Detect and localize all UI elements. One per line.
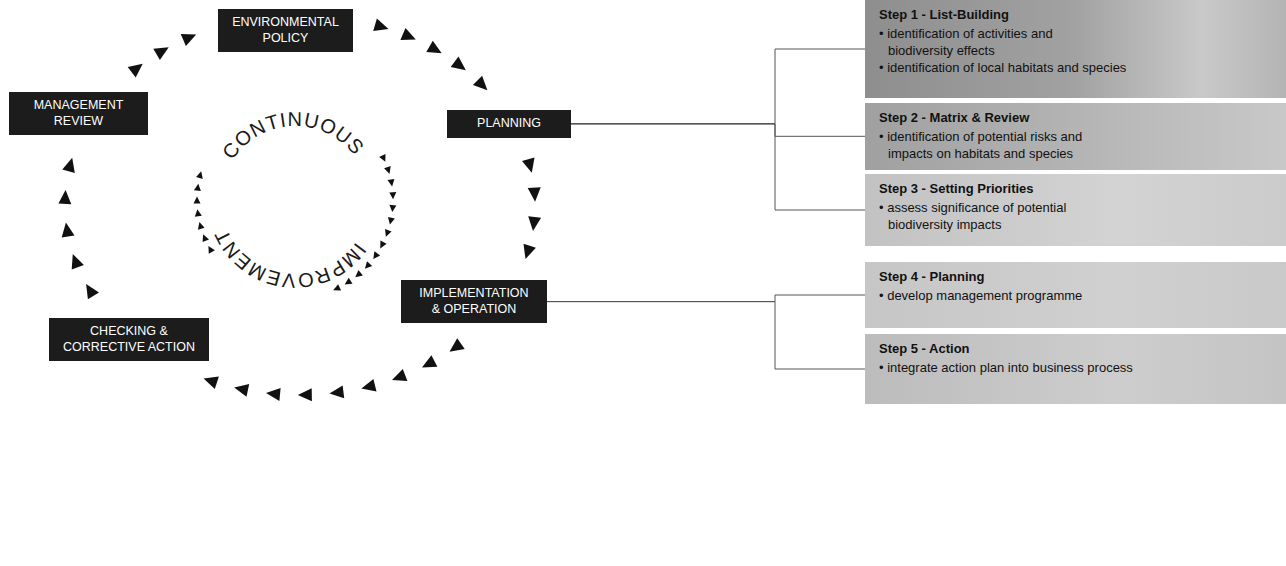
ring-arrowhead (196, 171, 203, 179)
ring-label-group: CONTINUOUS (218, 108, 369, 163)
cycle-arrowhead (361, 379, 376, 392)
ring-arrowhead (365, 261, 372, 269)
ring-arrowhead (373, 251, 380, 259)
cycle-stage-box: CHECKING & CORRECTIVE ACTION (49, 318, 209, 361)
bracket-connector (571, 49, 865, 124)
cycle-arrow-chain (204, 338, 465, 401)
ring-arrowhead (380, 241, 386, 249)
cycle-arrowhead (62, 223, 75, 238)
ring-arrowhead (194, 184, 201, 191)
cycle-arrowhead (450, 338, 465, 351)
cycle-arrow-chain (522, 158, 541, 259)
cycle-arrowhead (330, 385, 345, 398)
bracket-connector (571, 124, 865, 210)
cycle-arrowhead (86, 284, 99, 299)
step-bullet: • identification of potential risks and … (879, 129, 1103, 163)
cycle-arrow-chain (128, 34, 197, 77)
step-bullet: • identification of local habitats and s… (879, 60, 1188, 77)
ring-arrowhead (355, 270, 363, 277)
cycle-arrowhead (524, 244, 536, 259)
ring-arrowhead (379, 154, 385, 162)
step-heading: Step 3 - Setting Priorities (879, 181, 1272, 198)
step-panel: Step 4 - Planning • develop management pr… (865, 262, 1286, 328)
cycle-arrowhead (298, 388, 312, 401)
step-panel: Step 3 - Setting Priorities • assess sign… (865, 174, 1286, 246)
ring-label-group: IMPROVEMENT (210, 226, 371, 293)
cycle-arrowhead (266, 388, 281, 401)
ring-arrowhead (384, 166, 391, 174)
step-heading: Step 4 - Planning (879, 269, 1272, 286)
cycle-arrowhead (400, 28, 415, 40)
cycle-arrowhead (373, 19, 388, 32)
ring-arrowhead (345, 278, 353, 285)
cycle-arrowhead (451, 57, 466, 71)
step-heading: Step 2 - Matrix & Review (879, 110, 1272, 127)
ring-arrowhead (388, 179, 395, 187)
step-bullet: • identification of activities and biodi… (879, 26, 1103, 60)
cycle-arrowhead (72, 254, 84, 269)
stage-label: CHECKING & CORRECTIVE ACTION (57, 324, 201, 355)
stage-label: IMPLEMENTATION & OPERATION (409, 286, 539, 317)
step-heading: Step 1 - List-Building (879, 7, 1272, 24)
step-panel: Step 5 - Action • integrate action plan i… (865, 334, 1286, 404)
cycle-arrowhead (204, 377, 219, 389)
cycle-arrowhead (128, 64, 143, 78)
ring-arrowhead (389, 192, 396, 199)
cycle-arrow-chain (58, 158, 99, 299)
bracket-connector (547, 295, 865, 302)
cycle-arrow-chain (373, 19, 487, 91)
cycle-stage-box: ENVIRONMENTAL POLICY (218, 9, 353, 52)
step-bullet: • develop management programme (879, 288, 1208, 305)
stage-label: MANAGEMENT REVIEW (17, 98, 140, 129)
cycle-arrowhead (392, 369, 407, 381)
step-panel: Step 1 - List-Building • identification o… (865, 0, 1286, 98)
ring-arrowhead (333, 284, 341, 290)
cycle-arrowhead (234, 384, 249, 397)
cycle-arrowhead (528, 216, 541, 231)
step-bullet: • integrate action plan into business pr… (879, 360, 1208, 377)
cycle-arrowhead (528, 187, 541, 201)
ring-label: IMPROVEMENT (210, 226, 371, 293)
ring-arrowhead (194, 197, 201, 204)
cycle-arrowhead (422, 355, 437, 367)
stage-label: PLANNING (455, 116, 563, 132)
cycle-arrowhead (181, 34, 197, 46)
bracket-connector (571, 124, 865, 137)
cycle-arrowhead (153, 47, 168, 60)
cycle-stage-box: IMPLEMENTATION & OPERATION (401, 280, 547, 323)
ring-arrowhead (195, 209, 202, 216)
ring-label: CONTINUOUS (218, 108, 369, 163)
cycle-arrowhead (473, 76, 488, 91)
cycle-arrowhead (426, 41, 441, 54)
ring-arrowhead (385, 229, 392, 237)
step-panel: Step 2 - Matrix & Review • identification… (865, 103, 1286, 170)
step-bullet: • assess significance of potential biodi… (879, 200, 1103, 234)
cycle-arrowhead (62, 158, 75, 173)
cycle-arrowhead (522, 158, 535, 173)
ring-arrowhead (389, 205, 396, 212)
cycle-stage-box: PLANNING (447, 110, 571, 138)
ring-arrowhead (388, 217, 395, 225)
ring-arrowhead (198, 222, 205, 230)
bracket-connector (547, 302, 865, 369)
ring-arrowhead (203, 234, 209, 242)
cycle-stage-box: MANAGEMENT REVIEW (9, 92, 148, 135)
cycle-arrowhead (58, 190, 71, 204)
ring-arrowhead (208, 246, 215, 254)
stage-label: ENVIRONMENTAL POLICY (226, 15, 345, 46)
step-heading: Step 5 - Action (879, 341, 1272, 358)
